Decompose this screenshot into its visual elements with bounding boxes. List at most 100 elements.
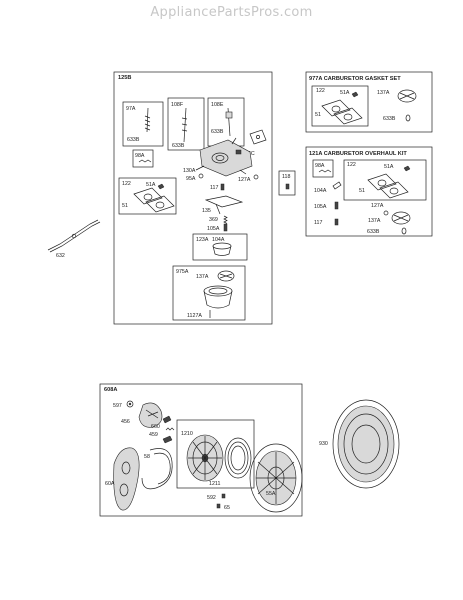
label-456: 456 [121, 419, 130, 425]
overhaul-kit-part-127a[interactable] [383, 210, 389, 216]
label-597: 597 [113, 403, 122, 409]
subbox-98a [132, 149, 154, 168]
label-459: 459 [149, 432, 158, 438]
part-spring-369[interactable] [223, 215, 228, 224]
gasket-set-part-diaphragm[interactable] [397, 89, 417, 103]
gasket-set-label-633b: 633B [383, 116, 396, 122]
label-632: 632 [56, 253, 65, 259]
label-127a: 127A [238, 177, 251, 183]
gasket-set-label-51a: 51A [340, 90, 350, 96]
label-135: 135 [202, 208, 211, 214]
overhaul-kit-label-633b: 633B [367, 229, 380, 235]
label-58: 58 [144, 454, 150, 460]
label-975a: 975A [176, 269, 189, 275]
part-bowl-104a[interactable] [212, 242, 232, 256]
label-117: 117 [210, 185, 218, 191]
gasket-set-part-seal[interactable] [405, 114, 411, 122]
label-51: 51 [122, 203, 128, 209]
carburetor-assembly: 125B 97A 633B 108F 633B 108E 633B 108 [113, 71, 273, 325]
part-screw-65[interactable] [216, 503, 221, 509]
label-1211: 1211 [209, 481, 220, 487]
gasket-set-frame [305, 71, 433, 133]
label-137a: 137A [196, 274, 209, 280]
label-104a: 104A [212, 237, 225, 243]
overhaul-kit-label-127a: 127A [371, 203, 384, 209]
label-592: 592 [207, 495, 216, 501]
starter-assembly: 608A 597 456 660 459 1210 [99, 383, 303, 517]
overhaul-kit-part-gaskets[interactable] [367, 165, 411, 199]
part-shaft-108f[interactable] [181, 107, 188, 143]
part-spring-98a[interactable] [138, 159, 152, 163]
part-jet-117[interactable] [220, 183, 225, 191]
part-gaskets-122[interactable] [133, 183, 175, 213]
label-1127a: 1127A [187, 313, 202, 319]
overhaul-kit-part-104a[interactable] [332, 181, 342, 190]
gasket-set-part-gaskets[interactable] [321, 91, 363, 125]
overhaul-kit-label-105a: 105A [314, 204, 327, 210]
part-needle-97a[interactable] [144, 107, 151, 133]
overhaul-kit-part-117[interactable] [334, 218, 339, 226]
gasket-set-title: 977A CARBURETOR GASKET SET [309, 76, 401, 82]
label-660: 660 [151, 424, 160, 430]
label-108f: 108F [171, 102, 184, 108]
overhaul-kit-part-633b[interactable] [401, 227, 407, 235]
label-98a: 98A [135, 153, 145, 159]
label-633b-3: 633B [211, 129, 224, 135]
part-bowl-975a[interactable] [203, 285, 233, 309]
overhaul-kit-part-137a[interactable] [391, 211, 411, 225]
part-pawl[interactable] [162, 435, 173, 444]
part-screw-597[interactable] [126, 400, 134, 408]
part-pawl-plate[interactable] [138, 402, 163, 428]
label-51a: 51A [146, 182, 156, 188]
carburetor-assembly-frame [113, 71, 273, 325]
gasket-set-label-122: 122 [316, 88, 325, 94]
part-rewind-spring-1211[interactable] [224, 437, 252, 479]
carburetor-assembly-label: 125B [118, 75, 131, 81]
subbox-975a [172, 265, 246, 321]
label-130a: 130A [183, 168, 196, 174]
label-108e: 108E [211, 102, 224, 108]
subbox-122 [118, 177, 177, 215]
gasket-set-label-51: 51 [315, 112, 321, 118]
part-float-135[interactable] [204, 195, 244, 215]
gasket-set-inner-box [311, 85, 369, 127]
overhaul-kit-part-spring[interactable] [318, 169, 332, 173]
label-122: 122 [122, 181, 131, 187]
part-handle-60a[interactable] [113, 447, 140, 511]
part-oring-127a[interactable] [253, 174, 259, 180]
part-rope-58[interactable] [141, 448, 173, 490]
part-shaft-108e[interactable] [225, 107, 233, 137]
subbox-118 [278, 170, 296, 196]
part-plate-108c[interactable] [249, 129, 267, 145]
subbox-123a [192, 233, 248, 261]
overhaul-kit-label-98a: 98A [315, 163, 325, 169]
part-screw-592[interactable] [221, 493, 226, 499]
gasket-set: 977A CARBURETOR GASKET SET 122 51A 51 13… [305, 71, 433, 133]
label-97a: 97A [126, 106, 136, 112]
label-123a: 123A [196, 237, 209, 243]
part-housing-55a[interactable] [249, 443, 303, 513]
part-nut-118[interactable] [285, 183, 290, 190]
part-pawl-660[interactable] [162, 415, 172, 424]
part-spring-459[interactable] [165, 427, 175, 431]
part-carburetor-body[interactable] [195, 137, 253, 177]
label-930: 930 [319, 441, 328, 447]
label-369: 369 [209, 217, 218, 223]
part-cable-632[interactable] [47, 219, 101, 253]
label-105a: 105A [207, 226, 220, 232]
overhaul-kit-part-105a[interactable] [334, 201, 339, 210]
overhaul-kit-subbox-98a [312, 159, 334, 178]
part-screen-930[interactable] [332, 399, 400, 489]
subbox-1210 [176, 419, 255, 489]
overhaul-kit: 121A CARBURETOR OVERHAUL KIT 98A 122 51A… [305, 146, 433, 237]
label-633b-1: 633B [127, 137, 140, 143]
part-needle-105a[interactable] [223, 223, 228, 232]
part-screw-95a[interactable] [198, 173, 204, 179]
gasket-set-label-137a: 137A [377, 90, 390, 96]
part-diaphragm-137a[interactable] [217, 270, 235, 282]
overhaul-kit-label-51: 51 [359, 188, 365, 194]
overhaul-kit-frame [305, 146, 433, 237]
watermark: AppliancePartsPros.com [150, 5, 313, 20]
part-pulley-1210[interactable] [186, 434, 224, 482]
